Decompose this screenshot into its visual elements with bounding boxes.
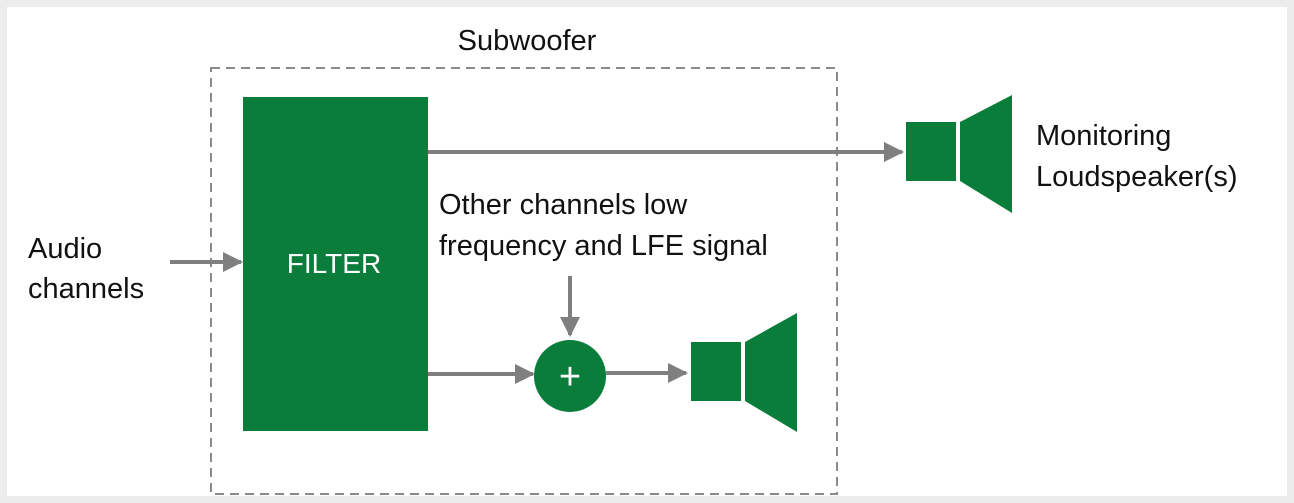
diagram-canvas (7, 7, 1287, 496)
subwoofer-loudspeaker-icon (691, 313, 797, 432)
subwoofer-enclosure (210, 67, 838, 495)
summing-junction (534, 340, 606, 412)
filter-label: FILTER (287, 248, 381, 279)
monitoring-label-line2: Loudspeaker(s) (1036, 161, 1238, 193)
subwoofer-label: Subwoofer (458, 25, 597, 57)
monitoring-label: Monitoring (1036, 120, 1171, 152)
summing-symbol: + (559, 356, 581, 398)
audio-channels-label: Audio (28, 233, 102, 265)
filter-block (243, 97, 428, 431)
monitoring-loudspeaker-icon (906, 95, 1012, 213)
other-channels-label-line2: frequency and LFE signal (439, 230, 768, 262)
audio-channels-label-line2: channels (28, 273, 144, 305)
other-channels-label: Other channels low (439, 189, 688, 221)
